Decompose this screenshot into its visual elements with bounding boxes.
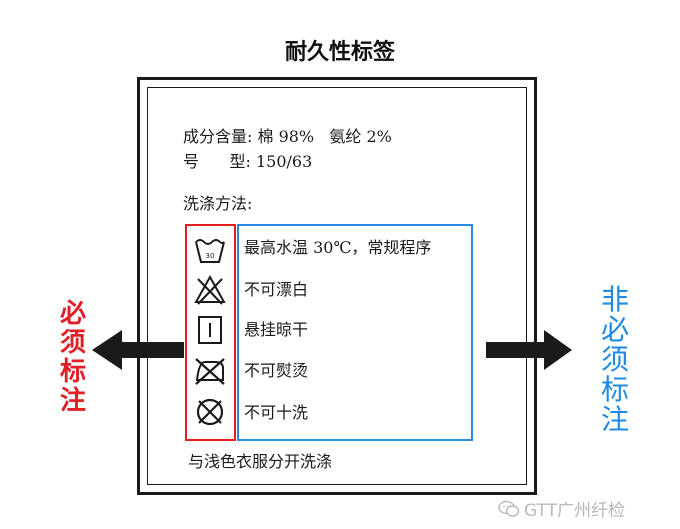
composition-line: 成分含量: 棉 98% 氨纶 2% bbox=[183, 127, 392, 146]
no-bleach-icon bbox=[194, 274, 226, 305]
care-text-no-bleach: 不可漂白 bbox=[244, 280, 309, 299]
optional-label: 非 必 须 标 注 bbox=[600, 283, 629, 436]
required-label: 必 须 标 注 bbox=[59, 299, 86, 416]
care-text-no-iron: 不可熨烫 bbox=[244, 361, 309, 380]
left-arrow-icon bbox=[92, 330, 184, 370]
separate-wash-note: 与浅色衣服分开洗涤 bbox=[188, 452, 333, 471]
optional-text-box bbox=[237, 224, 473, 441]
right-arrow-icon bbox=[486, 330, 572, 370]
wash-temp-label: 30 bbox=[206, 252, 215, 260]
no-iron-icon bbox=[195, 358, 225, 385]
watermark: GTT广州纤检 bbox=[498, 496, 625, 521]
care-text-no-dry-clean: 不可十洗 bbox=[244, 403, 309, 422]
wash-30-icon: 30 bbox=[195, 239, 225, 263]
no-dry-clean-icon bbox=[196, 398, 224, 426]
care-text-hang-dry: 悬挂晾干 bbox=[244, 320, 309, 339]
label-inner-frame bbox=[147, 87, 527, 485]
label-title: 耐久性标签 bbox=[284, 40, 395, 65]
wash-method-heading: 洗涤方法: bbox=[183, 194, 253, 213]
wechat-icon bbox=[498, 500, 520, 517]
watermark-text: GTT广州纤检 bbox=[524, 501, 626, 521]
care-text-wash: 最高水温 30℃，常规程序 bbox=[244, 238, 432, 257]
label-outer-frame bbox=[137, 77, 537, 495]
size-line: 号 型: 150/63 bbox=[183, 152, 313, 171]
required-symbols-box bbox=[185, 224, 236, 441]
hang-dry-icon bbox=[198, 316, 222, 344]
